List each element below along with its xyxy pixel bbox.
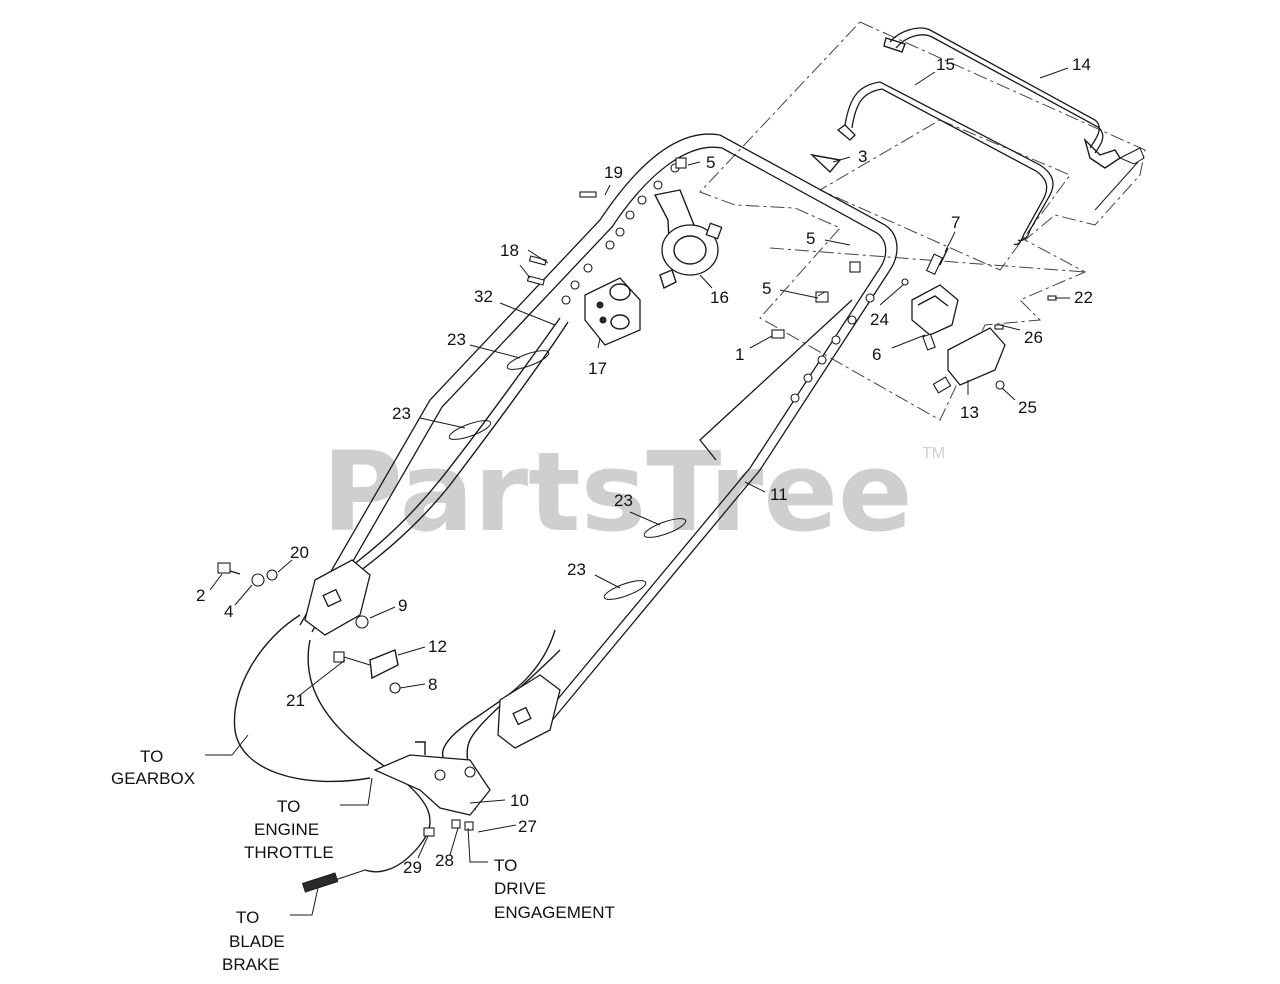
callout-1: 1 <box>735 345 744 364</box>
control-bracket-17 <box>584 277 641 346</box>
watermark-trademark: TM <box>922 445 945 462</box>
control-cables <box>233 317 569 893</box>
callout-8: 8 <box>428 675 437 694</box>
lower-right-bracket <box>497 674 561 749</box>
note-brake-line3: BRAKE <box>222 955 280 974</box>
note-brake-line2: BLADE <box>229 932 285 951</box>
callout-15: 15 <box>936 55 955 74</box>
watermark-text: PartsTree <box>322 428 913 556</box>
callout-32: 32 <box>474 287 493 306</box>
callout-16: 16 <box>710 288 729 307</box>
callout-22: 22 <box>1074 288 1093 307</box>
callout-18: 18 <box>500 241 519 260</box>
callout-5-middle: 5 <box>806 229 815 248</box>
callout-11: 11 <box>770 485 788 504</box>
callout-26: 26 <box>1024 328 1043 347</box>
callout-13: 13 <box>960 403 979 422</box>
callout-25: 25 <box>1018 398 1037 417</box>
callout-23-b: 23 <box>392 404 411 423</box>
callout-7: 7 <box>951 213 960 232</box>
callout-21: 21 <box>286 691 305 710</box>
callout-24: 24 <box>870 310 889 329</box>
callout-4: 4 <box>224 602 233 621</box>
upper-handle-14 <box>883 27 1145 211</box>
handle-15 <box>836 81 1054 246</box>
callout-3: 3 <box>858 147 867 166</box>
assembly-envelopes <box>699 21 1146 421</box>
small-hardware <box>526 153 1057 339</box>
lower-handle-frame-11 <box>299 133 898 736</box>
callout-23-d: 23 <box>567 560 586 579</box>
handle-bolt-holes <box>561 163 875 403</box>
note-drive-line1: TO <box>494 856 517 875</box>
cable-ties-23 <box>448 350 687 600</box>
note-gearbox-line2: GEARBOX <box>111 769 195 788</box>
note-throttle-line1: TO <box>277 797 300 816</box>
callout-2: 2 <box>196 586 205 605</box>
callout-20: 20 <box>290 543 309 562</box>
note-drive-line3: ENGAGEMENT <box>494 903 615 922</box>
note-brake-line1: TO <box>236 908 259 927</box>
note-throttle-line3: THROTTLE <box>244 843 334 862</box>
routing-notes: TO GEARBOX TO ENGINE THROTTLE TO DRIVE E… <box>111 747 615 974</box>
note-drive-line2: DRIVE <box>494 879 546 898</box>
callout-17: 17 <box>588 359 607 378</box>
callout-12: 12 <box>428 637 447 656</box>
callout-23-a: 23 <box>447 330 466 349</box>
callout-10: 10 <box>510 791 529 810</box>
bracket-6 <box>911 247 959 351</box>
callout-29: 29 <box>403 858 422 877</box>
lower-left-bracket <box>217 559 401 694</box>
callout-19: 19 <box>604 163 623 182</box>
callout-9: 9 <box>398 596 407 615</box>
callout-5-lower: 5 <box>762 279 771 298</box>
callout-labels: 1 2 3 4 5 5 5 6 7 8 9 10 11 12 13 14 15 … <box>196 55 1093 877</box>
note-gearbox-line1: TO <box>140 747 163 766</box>
callout-6: 6 <box>872 345 881 364</box>
callout-23-c: 23 <box>614 491 633 510</box>
callout-27: 27 <box>518 817 537 836</box>
callout-28: 28 <box>435 851 454 870</box>
note-throttle-line2: ENGINE <box>254 820 319 839</box>
control-plate-10 <box>373 741 491 837</box>
leader-lines <box>205 67 1070 916</box>
callout-14: 14 <box>1072 55 1091 74</box>
callout-5-top: 5 <box>706 153 715 172</box>
throttle-control-16 <box>653 189 723 289</box>
bracket-13 <box>932 327 1006 394</box>
